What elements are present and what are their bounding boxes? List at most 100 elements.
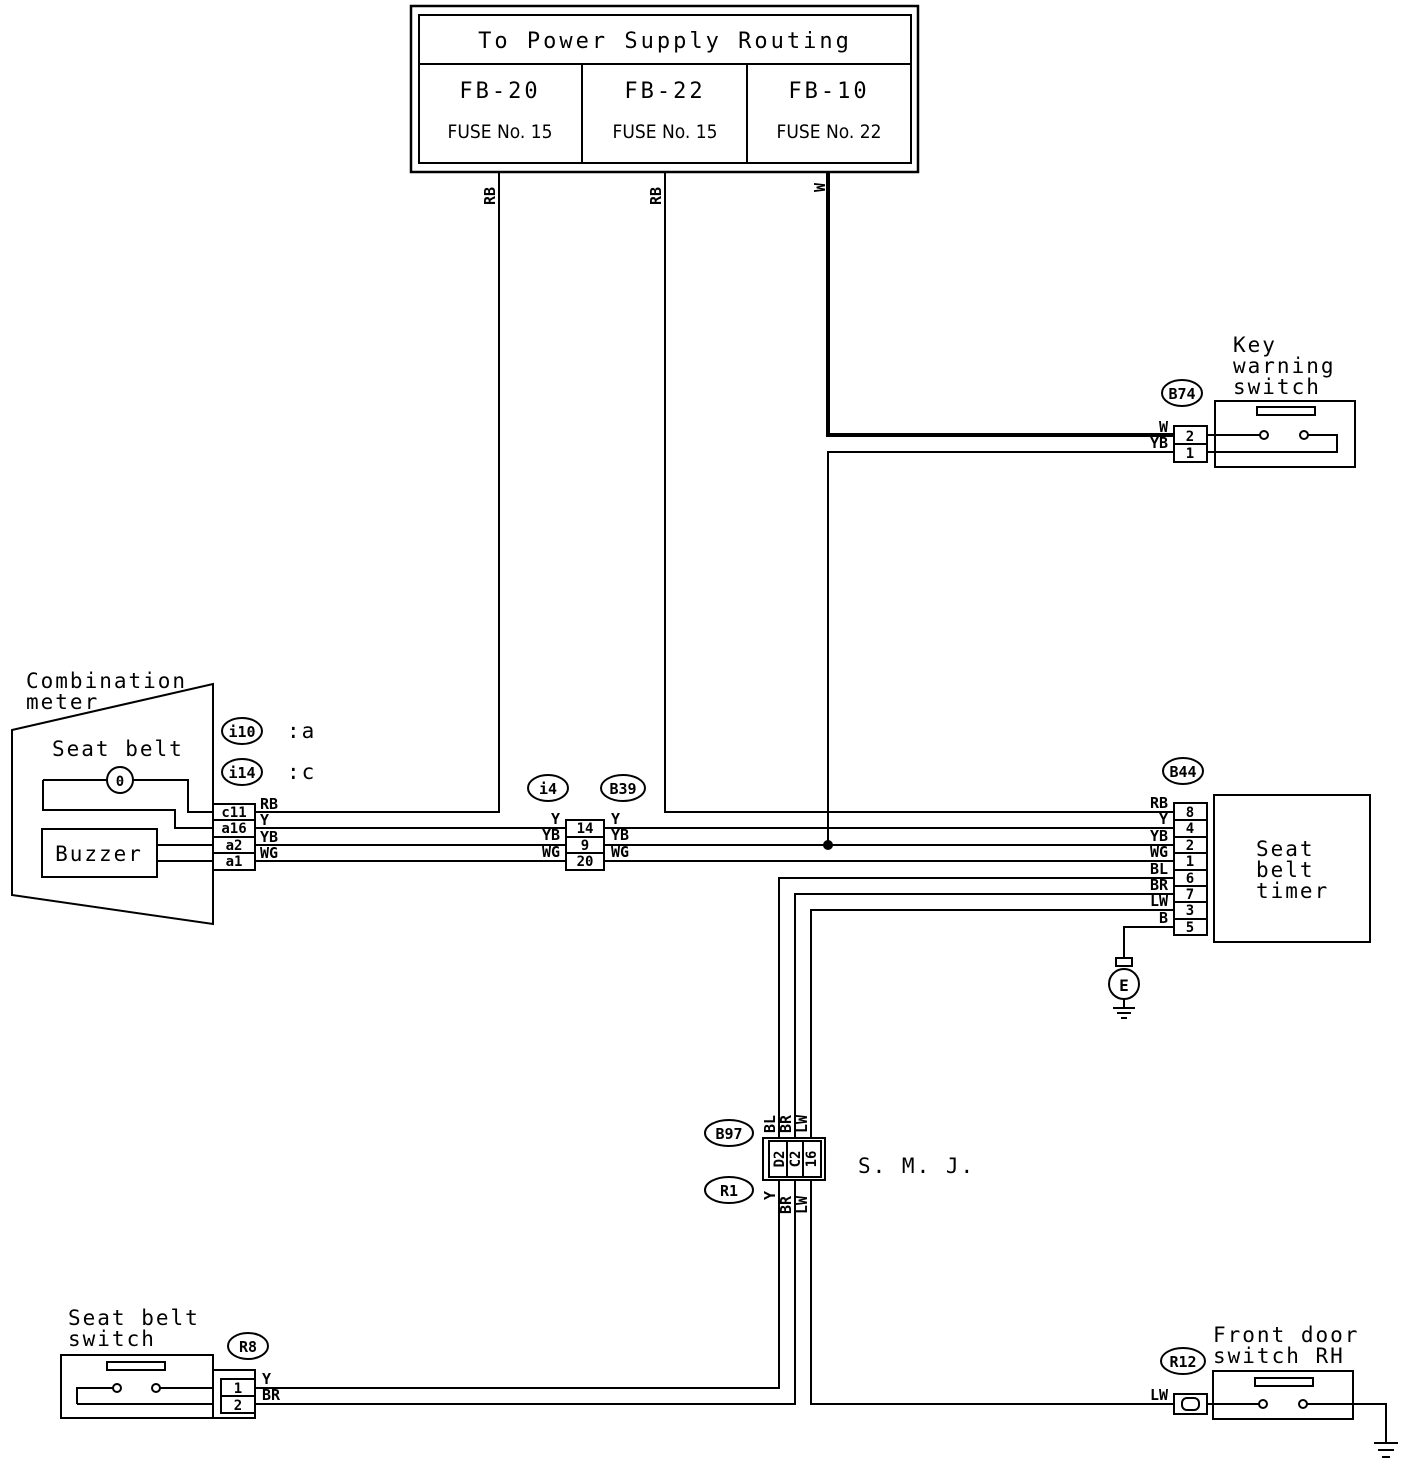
- wire-label: Y: [1159, 810, 1168, 828]
- wire-label: YB: [1150, 827, 1168, 845]
- seat-belt-timer: B44 Seat belt timer 8 4 2 1 6 7 3 5 RB Y…: [1150, 757, 1371, 943]
- fuse-number: FUSE No. 15: [613, 121, 718, 143]
- timer-title: belt: [1256, 858, 1315, 882]
- wire-label: WG: [260, 844, 278, 862]
- smj-connector: B97 R1 D2 C2 16 BL BR LW Y BR LW S. M. J…: [704, 1114, 975, 1214]
- pin-number: a16: [221, 821, 246, 837]
- pin-number: 16: [804, 1151, 820, 1168]
- pin-number: 14: [577, 821, 594, 837]
- ground-e-icon: E: [1108, 957, 1140, 1019]
- connector-id: i10: [228, 723, 255, 741]
- wire-label: Y: [611, 810, 620, 828]
- fuse-block-id: FB-22: [624, 79, 705, 104]
- pin-number: C2: [788, 1151, 804, 1168]
- wire-label: BR: [777, 1195, 795, 1214]
- pin-number: 6: [1186, 871, 1194, 887]
- pin-number: 1: [234, 1381, 242, 1397]
- wire-label: YB: [1150, 434, 1168, 452]
- timer-title: Seat: [1256, 837, 1315, 861]
- seat-belt-switch: Seat belt switch R8 1 2 Y BR: [60, 1306, 281, 1419]
- pin-number: 20: [577, 854, 594, 870]
- combination-meter: Combination meter Seat belt 0 Buzzer i10…: [11, 669, 316, 926]
- seat-switch-title: Seat belt: [68, 1306, 200, 1330]
- connector-id: i4: [539, 780, 557, 798]
- door-switch-title: switch RH: [1213, 1344, 1345, 1368]
- connector-id: R8: [239, 1338, 257, 1356]
- pin-number: 1: [1186, 854, 1194, 870]
- wire-label: BR: [777, 1114, 795, 1133]
- pin-number: 7: [1186, 887, 1194, 903]
- wire-label: W: [1159, 418, 1169, 436]
- wire-label: RB: [260, 795, 278, 813]
- pin-number: a2: [226, 838, 243, 854]
- connector-id: B74: [1168, 385, 1195, 403]
- pin-number: 4: [1186, 821, 1194, 837]
- ground-icon: [1374, 1442, 1398, 1458]
- pin-number: 1: [1186, 446, 1194, 462]
- connector-suffix: :c: [287, 760, 316, 784]
- wire-label: YB: [260, 828, 278, 846]
- wire-label: WG: [1150, 843, 1168, 861]
- door-switch-title: Front door: [1213, 1323, 1359, 1347]
- wire-label: WG: [611, 843, 629, 861]
- pin-number: D2: [772, 1151, 788, 1168]
- key-warning-switch: Key warning switch B74 2 1 W YB: [1150, 333, 1356, 468]
- wire-label: YB: [542, 826, 560, 844]
- combo-meter-title: meter: [26, 690, 99, 714]
- wire-label: RB: [1150, 794, 1168, 812]
- pin-number: 2: [234, 1398, 242, 1414]
- pin-number: 5: [1186, 920, 1194, 936]
- key-switch-title: warning: [1233, 354, 1336, 378]
- pin-number: c11: [221, 805, 246, 821]
- wire-label: LW: [793, 1114, 811, 1133]
- connector-id: B44: [1169, 763, 1196, 781]
- pin-number: 8: [1186, 805, 1194, 821]
- wire-label: Y: [761, 1191, 779, 1200]
- pin-number: 9: [581, 838, 589, 854]
- wire-label: RB: [647, 187, 665, 205]
- key-switch-title: Key: [1233, 333, 1277, 357]
- connector-id: R12: [1169, 1353, 1196, 1371]
- wire-label: BL: [761, 1115, 779, 1133]
- smj-label: S. M. J.: [858, 1154, 975, 1178]
- wire-label: W: [811, 182, 829, 192]
- fuse-block-id: FB-20: [459, 79, 540, 104]
- seat-switch-title: switch: [68, 1327, 156, 1351]
- timer-title: timer: [1256, 879, 1329, 903]
- wire-label: LW: [1150, 1386, 1169, 1404]
- wires: [255, 172, 1174, 1405]
- wire-label: LW: [793, 1195, 811, 1214]
- joint-connector-i4-b39: i4 B39 14 9 20 Y YB WG Y YB WG: [527, 774, 646, 871]
- fuse-number: FUSE No. 22: [777, 121, 882, 143]
- connector-id: R1: [720, 1182, 738, 1200]
- connector-id: B39: [609, 780, 636, 798]
- pin-number: 2: [1186, 838, 1194, 854]
- combo-meter-title: Combination: [26, 669, 187, 693]
- front-door-switch: Front door switch RH R12 LW: [1150, 1323, 1387, 1442]
- wire-label: WG: [542, 843, 560, 861]
- pin-number: 3: [1186, 903, 1194, 919]
- power-supply-title: To Power Supply Routing: [478, 29, 852, 54]
- wire-label: BL: [1150, 860, 1168, 878]
- wire-label: Y: [262, 1370, 271, 1388]
- fuse-number: FUSE No. 15: [448, 121, 553, 143]
- connector-suffix: :a: [287, 719, 316, 743]
- wire-label: YB: [611, 826, 629, 844]
- seat-belt-lamp-label: Seat belt: [52, 737, 184, 761]
- buzzer-label: Buzzer: [55, 842, 143, 866]
- wire-label: Y: [551, 810, 560, 828]
- key-switch-title: switch: [1233, 375, 1321, 399]
- ground-label: E: [1119, 976, 1129, 995]
- pin-number: a1: [226, 854, 243, 870]
- pin-number: 2: [1186, 429, 1194, 445]
- power-supply-box: To Power Supply Routing FB-20 FB-22 FB-1…: [409, 4, 920, 174]
- wire-label: BR: [1150, 876, 1169, 894]
- seat-belt-lamp: 0: [116, 774, 124, 790]
- wire-label: BR: [262, 1386, 281, 1404]
- fuse-block-id: FB-10: [788, 79, 869, 104]
- wire-label: RB: [481, 187, 499, 205]
- connector-id: i14: [228, 764, 255, 782]
- wire-label: B: [1159, 909, 1168, 927]
- wire-label: Y: [260, 811, 269, 829]
